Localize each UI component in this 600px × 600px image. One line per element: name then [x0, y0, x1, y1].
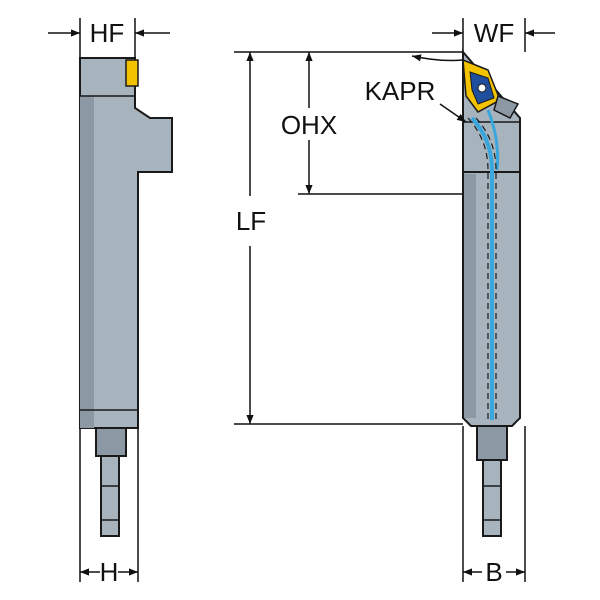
front-view-shank-shade	[464, 174, 476, 418]
hf-dimension: HF	[48, 18, 170, 58]
side-view-insert	[125, 59, 139, 87]
kapr-arc	[411, 54, 464, 62]
side-view-pin	[100, 455, 120, 537]
lf-label: LF	[236, 206, 266, 236]
h-label: H	[100, 557, 119, 587]
h-dimension: H	[79, 428, 139, 587]
front-view-clamp	[493, 94, 520, 119]
coolant-channel	[470, 116, 494, 420]
wf-label: WF	[474, 18, 514, 48]
kapr-label: KAPR	[365, 76, 436, 106]
wf-dimension: WF	[432, 18, 555, 52]
front-view-pin	[482, 459, 502, 537]
lf-dimension: LF	[236, 52, 266, 424]
kapr-dimension: KAPR	[365, 54, 467, 123]
coolant-channel-outline	[467, 117, 489, 420]
kapr-leader	[439, 103, 467, 123]
hf-label: HF	[90, 18, 125, 48]
ohx-dimension: OHX	[281, 52, 337, 194]
b-dimension: B	[462, 426, 526, 587]
ohx-label: OHX	[281, 110, 337, 140]
side-view	[79, 57, 173, 537]
front-view-adapter	[476, 425, 508, 461]
b-label: B	[485, 557, 502, 587]
front-view	[462, 49, 521, 537]
side-view-shank-shade	[80, 96, 94, 428]
side-view-adapter	[95, 427, 127, 457]
